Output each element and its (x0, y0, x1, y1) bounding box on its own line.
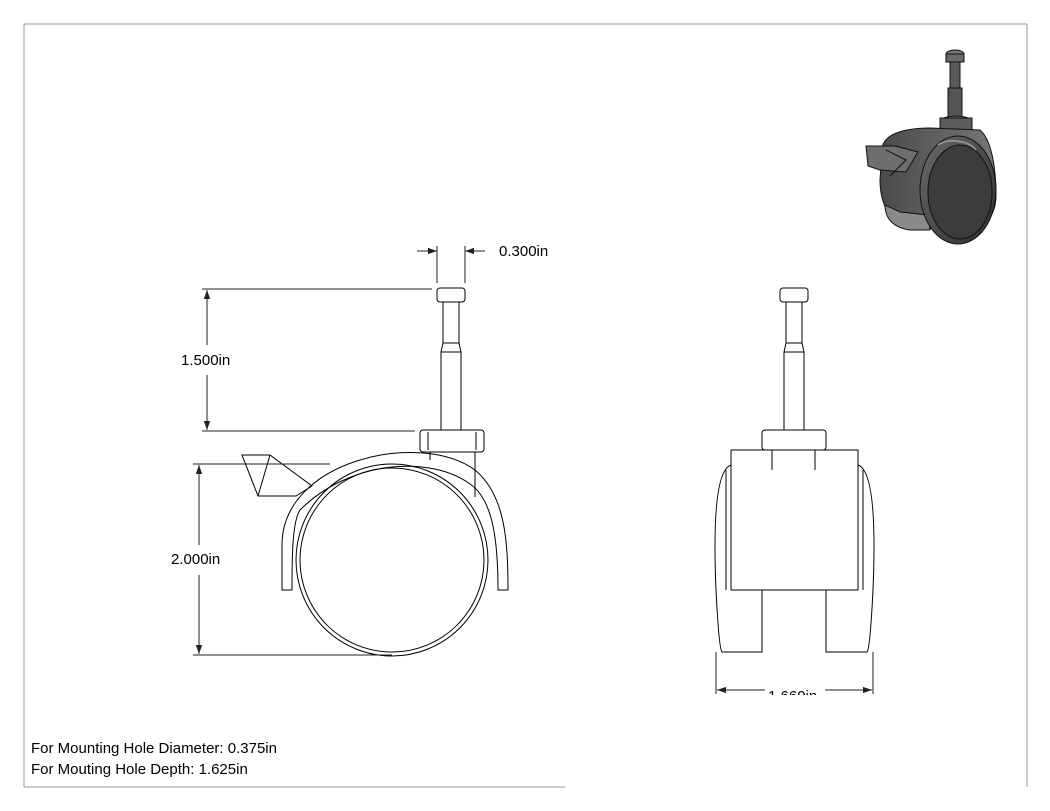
front-wheel-left (714, 464, 763, 653)
dim-stem-height-label: 1.500in (181, 352, 230, 369)
front-wheel-right (825, 464, 875, 653)
housing-outer (281, 452, 509, 591)
side-view-dimensions (193, 246, 485, 656)
wheel-inner (299, 467, 485, 653)
front-stem-cap (779, 287, 809, 303)
brake-lever (241, 454, 313, 497)
stem-collar (419, 429, 485, 453)
note-hole-diameter: For Mounting Hole Diameter: 0.375in (31, 740, 277, 757)
isometric-view (865, 49, 997, 245)
front-view-dimensions (715, 652, 874, 694)
dim-stem-width-label: 0.300in (499, 243, 548, 260)
stem-cap (436, 287, 466, 303)
front-housing (730, 449, 859, 591)
stem-upper (440, 302, 462, 430)
front-collar (761, 429, 827, 451)
front-view (714, 287, 875, 653)
dim-overall-width-label: 1.660in (768, 688, 817, 705)
note-hole-depth: For Mouting Hole Depth: 1.625in (31, 761, 248, 778)
mounting-notes: For Mounting Hole Diameter: 0.375in For … (31, 738, 277, 780)
dim-wheel-diameter-label: 2.000in (171, 551, 220, 568)
front-stem (783, 302, 805, 430)
wheel-outer (295, 463, 489, 657)
side-view (241, 287, 509, 657)
dim-width-clip: 1.660in (768, 688, 817, 705)
sheet-border (23, 23, 1028, 788)
